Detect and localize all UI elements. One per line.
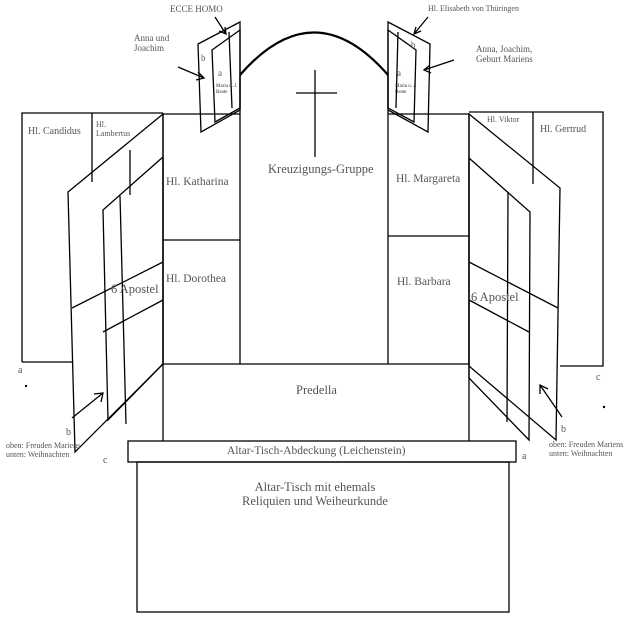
- letter-b-left: b: [66, 427, 71, 438]
- arrow-right-wing: [539, 383, 563, 418]
- letter-a-right-top: a: [397, 68, 401, 78]
- top-left-wing-outer: [197, 20, 241, 134]
- arrow-elisabeth: [412, 16, 429, 36]
- arrow-left-wing: [71, 392, 104, 419]
- top-right-wing-inner: [387, 28, 417, 124]
- arrow-anna-joachim: [177, 66, 206, 81]
- letter-c-left: c: [103, 455, 108, 466]
- top-right-wing-outer: [387, 20, 431, 134]
- label-kreuzigung: Kreuzigungs-Gruppe: [268, 162, 374, 176]
- label-barbara: Hl. Barbara: [397, 276, 451, 288]
- label-freuden-left: oben: Freuden Mariens unten: Weihnachten: [6, 441, 81, 460]
- letter-a-left: a: [18, 365, 23, 376]
- right-wing-rails: [468, 261, 559, 333]
- top-left-wing-inner: [211, 28, 241, 124]
- right-wing-outer: [468, 112, 561, 442]
- left-wing-mid: [119, 195, 127, 425]
- left-wing-inner: [102, 155, 164, 422]
- label-elisabeth: Hl. Elisabeth von Thüringen: [428, 4, 519, 13]
- right-inner-panel: [388, 113, 470, 364]
- top-right-wing-mid: [395, 31, 399, 109]
- letter-b-right-top: b: [411, 40, 416, 50]
- label-katharina: Hl. Katharina: [166, 176, 229, 188]
- right-wing-inner: [468, 156, 531, 442]
- left-back-board: [21, 112, 163, 362]
- letter-b-left-top: b: [201, 53, 206, 63]
- label-apostel-left: 6 Apostel: [111, 282, 159, 296]
- label-freuden-right: oben: Freuden Mariens unten: Weihnachten: [549, 440, 624, 459]
- label-apostel-right: 6 Apostel: [471, 290, 519, 304]
- label-viktor: Hl. Viktor: [487, 115, 520, 124]
- label-margareta: Hl. Margareta: [396, 173, 461, 185]
- label-small-left: Maria u. J. Beate: [216, 84, 238, 95]
- shrine-arch: [239, 31, 389, 76]
- left-inner-panel: [162, 113, 240, 364]
- label-altar-tisch: Altar-Tisch mit ehemals Reliquien und We…: [242, 480, 388, 509]
- letter-b-right: b: [561, 424, 566, 435]
- arrow-anna-geburt: [422, 59, 455, 74]
- label-predella: Predella: [296, 383, 337, 397]
- arrow-ecce-homo: [214, 16, 227, 36]
- right-back-board: [469, 111, 604, 367]
- label-dorothea: Hl. Dorothea: [166, 273, 227, 285]
- label-candidus: Hl. Candidus: [28, 126, 81, 137]
- left-wing-rails: [71, 261, 164, 333]
- letter-c-right: c: [596, 372, 601, 383]
- label-lambertus: Hl. Lambertus: [96, 120, 131, 139]
- label-abdeckung: Altar-Tisch-Abdeckung (Leichenstein): [227, 445, 406, 457]
- letter-a-left-top: a: [218, 68, 222, 78]
- right-wing-mid: [506, 191, 509, 423]
- central-shrine: [239, 32, 389, 364]
- predella-box: [162, 363, 470, 441]
- label-small-right: Maria u. J. Beate: [395, 84, 417, 95]
- cross-icon: [296, 70, 337, 157]
- dot-mark-left: [24, 384, 28, 388]
- letter-a-right: a: [522, 451, 527, 462]
- label-ecce-homo: ECCE HOMO: [170, 4, 223, 14]
- label-gertrud: Hl. Gertrud: [540, 124, 587, 135]
- dot-mark-right: [602, 405, 606, 409]
- top-left-wing-mid: [228, 31, 233, 109]
- altar-table-cover: [127, 440, 517, 463]
- label-anna-joachim-geburt: Anna, Joachim, Geburt Mariens: [476, 44, 533, 65]
- label-anna-joachim: Anna und Joachim: [134, 33, 170, 54]
